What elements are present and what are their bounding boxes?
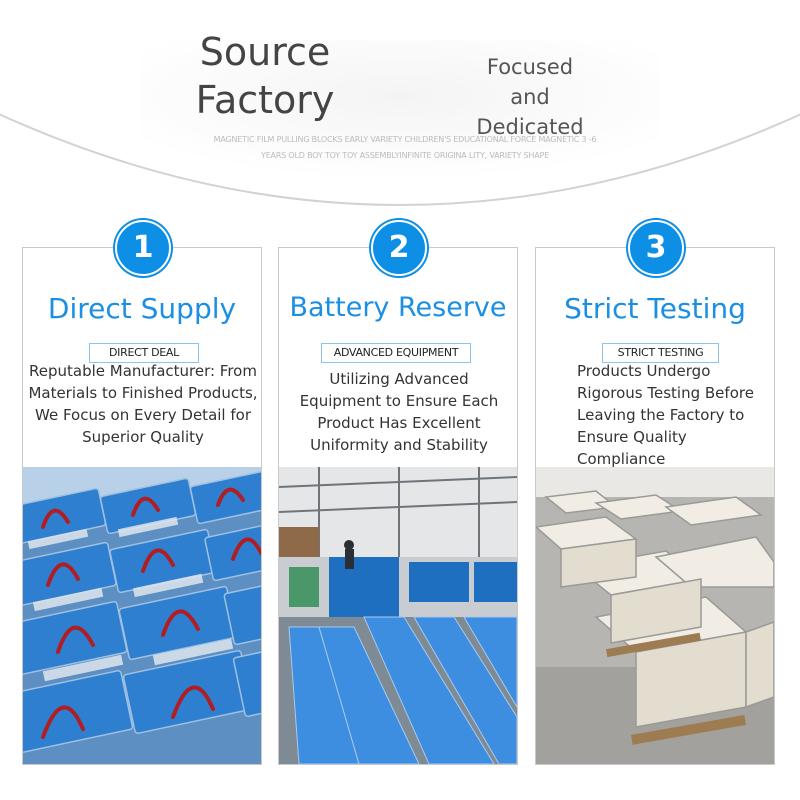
feature-card-battery-reserve: Battery Reserve ADVANCED EQUIPMENT Utili… xyxy=(278,247,518,765)
feature-card-direct-supply: Direct Supply DIRECT DEAL Reputable Manu… xyxy=(22,247,262,765)
hero-subtitle-line2: and xyxy=(510,85,550,109)
card-tag: STRICT TESTING xyxy=(602,343,719,363)
step-badge-2: 2 xyxy=(371,220,427,276)
card-tag: ADVANCED EQUIPMENT xyxy=(321,343,471,363)
card-photo-batteries xyxy=(23,467,261,764)
card-title: Strict Testing xyxy=(564,292,746,325)
card-photo-factory xyxy=(279,467,517,764)
card-tag: DIRECT DEAL xyxy=(89,343,199,363)
hero-title-line2: Factory xyxy=(195,78,335,122)
card-description: Utilizing Advanced Equipment to Ensure E… xyxy=(299,370,499,454)
card-title: Direct Supply xyxy=(47,292,237,325)
card-title: Battery Reserve xyxy=(289,292,507,323)
step-badge-1: 1 xyxy=(115,220,171,276)
card-photo-crates xyxy=(536,467,774,764)
card-description: Reputable Manufacturer: From Materials t… xyxy=(28,362,258,446)
hero-title: Source Factory xyxy=(190,28,340,124)
hero-subtitle: Focused and Dedicated xyxy=(470,52,590,142)
hero-subtitle-line1: Focused xyxy=(486,55,574,79)
step-badge-3: 3 xyxy=(628,220,684,276)
feature-card-strict-testing: Strict Testing STRICT TESTING Products U… xyxy=(535,247,775,765)
hero-tagline: MAGNETIC FILM PULLING BLOCKS EARLY VARIE… xyxy=(213,135,597,160)
hero-subtitle-line3: Dedicated xyxy=(476,115,584,139)
hero-title-line1: Source xyxy=(199,30,331,74)
hero-arc-decoration xyxy=(0,40,800,206)
card-description: Products Undergo Rigorous Testing Before… xyxy=(577,362,754,468)
hero-banner: Source Factory Focused and Dedicated MAG… xyxy=(0,0,800,210)
